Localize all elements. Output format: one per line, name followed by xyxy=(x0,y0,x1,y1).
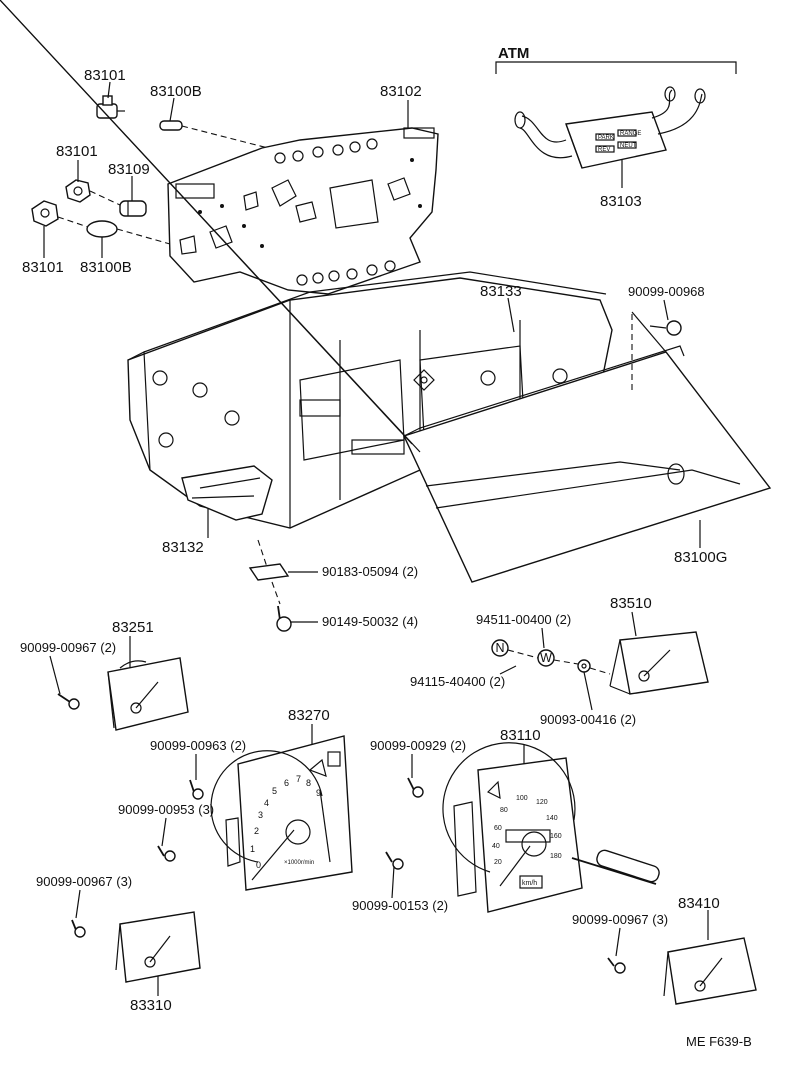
clip-90183-05094 xyxy=(248,563,290,581)
label-90099-00929: 90099-00929 (2) xyxy=(370,738,466,753)
switch-label: RANGE xyxy=(620,131,641,137)
speedo-tick: 100 xyxy=(516,795,528,802)
washer-letter: W xyxy=(540,651,552,665)
oil-gauge-83410 xyxy=(663,937,757,1005)
screw-90149-50032 xyxy=(276,605,292,632)
washer-marker: W xyxy=(537,649,555,667)
label-90099-00153: 90099-00153 (2) xyxy=(352,898,448,913)
label-83109: 83109 xyxy=(108,161,150,178)
bulb-83100B-a xyxy=(159,120,183,131)
tacho-tick: 8 xyxy=(306,778,311,788)
voltmeter-83251 xyxy=(107,657,189,731)
screw-90099-00967-b xyxy=(71,919,86,938)
bulb-socket-83101-a xyxy=(96,95,125,119)
speedo-tick: 60 xyxy=(494,825,502,832)
nut-letter: N xyxy=(495,641,504,655)
tacho-unit: ×1000r/min xyxy=(284,860,314,866)
tacho-tick: 9 xyxy=(316,788,321,798)
tacho-tick: 4 xyxy=(264,798,269,808)
label-83410: 83410 xyxy=(678,895,720,912)
label-83101-a: 83101 xyxy=(84,67,126,84)
speedo-tick: 40 xyxy=(492,843,500,850)
lens-83100G xyxy=(0,0,772,583)
tacho-tick: 5 xyxy=(272,786,277,796)
atm-bracket xyxy=(495,61,737,74)
label-90099-00963: 90099-00963 (2) xyxy=(150,738,246,753)
tacho-tick: 7 xyxy=(296,774,301,784)
label-83103: 83103 xyxy=(600,193,642,210)
leader-lines xyxy=(43,81,709,996)
speedo-tick: 160 xyxy=(550,833,562,840)
label-90183-05094: 90183-05094 (2) xyxy=(322,564,418,579)
bulb-83109 xyxy=(119,200,147,217)
tacho-tick: 0 xyxy=(256,860,261,870)
tachometer-83270 xyxy=(210,735,353,891)
label-83510: 83510 xyxy=(610,595,652,612)
label-94115-40400: 94115-40400 (2) xyxy=(410,674,505,689)
label-90099-00953: 90099-00953 (3) xyxy=(118,802,214,817)
case-lower-83132 xyxy=(181,465,273,521)
speedo-tick: 180 xyxy=(550,853,562,860)
label-83100B-a: 83100B xyxy=(150,83,202,100)
bulb-83100B-b xyxy=(86,220,118,238)
switch-label: NEUT xyxy=(620,143,637,149)
label-83100B-b: 83100B xyxy=(80,259,132,276)
label-83270: 83270 xyxy=(288,707,330,724)
fuel-gauge-83310 xyxy=(115,911,201,983)
nut-marker: N xyxy=(491,639,509,657)
speedo-ticks: 20 40 60 80 100 120 140 160 180 km/h xyxy=(492,795,562,887)
label-83101-c: 83101 xyxy=(22,259,64,276)
speedometer-83110 xyxy=(442,742,660,913)
tacho-tick: 6 xyxy=(284,778,289,788)
label-83100G: 83100G xyxy=(674,549,727,566)
tacho-tick: 1 xyxy=(250,844,255,854)
speedo-tick: 140 xyxy=(546,815,558,822)
tacho-tick: 3 xyxy=(258,810,263,820)
label-83110: 83110 xyxy=(500,727,541,744)
screw-90099-00953 xyxy=(157,845,176,862)
atm-indicator-83103 xyxy=(514,86,706,169)
atm-switch-labels: PARK RANGE REV NEUT xyxy=(598,131,641,153)
label-94511-00400: 94511-00400 (2) xyxy=(476,612,571,627)
label-90099-00967-a: 90099-00967 (2) xyxy=(20,640,116,655)
part-labels: ATM 83101 83100B 83102 83101 83109 83101… xyxy=(20,45,752,1049)
printed-circuit-83102 xyxy=(167,127,439,295)
tacho-ticks: 0 1 2 3 4 5 6 7 8 9 ×1000r/min xyxy=(250,774,321,870)
switch-label: REV xyxy=(598,147,610,153)
washer-90093-00416 xyxy=(577,659,591,673)
label-83133: 83133 xyxy=(480,283,522,300)
screw-90099-00153 xyxy=(385,851,404,870)
screw-90099-00968 xyxy=(649,320,682,336)
atm-label: ATM xyxy=(498,45,529,62)
switch-label: PARK xyxy=(598,135,614,141)
screw-90099-00967-a xyxy=(57,693,80,710)
label-83251: 83251 xyxy=(112,619,154,636)
speedo-tick: 120 xyxy=(536,799,548,806)
label-90149-50032: 90149-50032 (4) xyxy=(322,614,418,629)
tacho-tick: 2 xyxy=(254,826,259,836)
screw-90099-00967-c xyxy=(607,957,626,974)
bulb-socket-83101-c xyxy=(31,200,59,227)
screw-90099-00963 xyxy=(189,779,204,800)
label-83132: 83132 xyxy=(162,539,204,556)
label-83101-b: 83101 xyxy=(56,143,98,160)
speedo-tick: 80 xyxy=(500,807,508,814)
footer-code: ME F639-B xyxy=(686,1034,752,1049)
bulb-socket-83101-b xyxy=(65,179,91,203)
speedo-unit: km/h xyxy=(522,880,537,887)
label-90099-00968: 90099-00968 xyxy=(628,284,705,299)
label-90099-00967-b: 90099-00967 (3) xyxy=(36,874,132,889)
label-90093-00416: 90093-00416 (2) xyxy=(540,712,636,727)
label-83102: 83102 xyxy=(380,83,422,100)
label-90099-00967-c: 90099-00967 (3) xyxy=(572,912,668,927)
label-83310: 83310 xyxy=(130,997,172,1014)
water-temp-gauge-83510 xyxy=(609,631,709,695)
screw-90099-00929 xyxy=(407,777,424,798)
speedo-tick: 20 xyxy=(494,859,502,866)
